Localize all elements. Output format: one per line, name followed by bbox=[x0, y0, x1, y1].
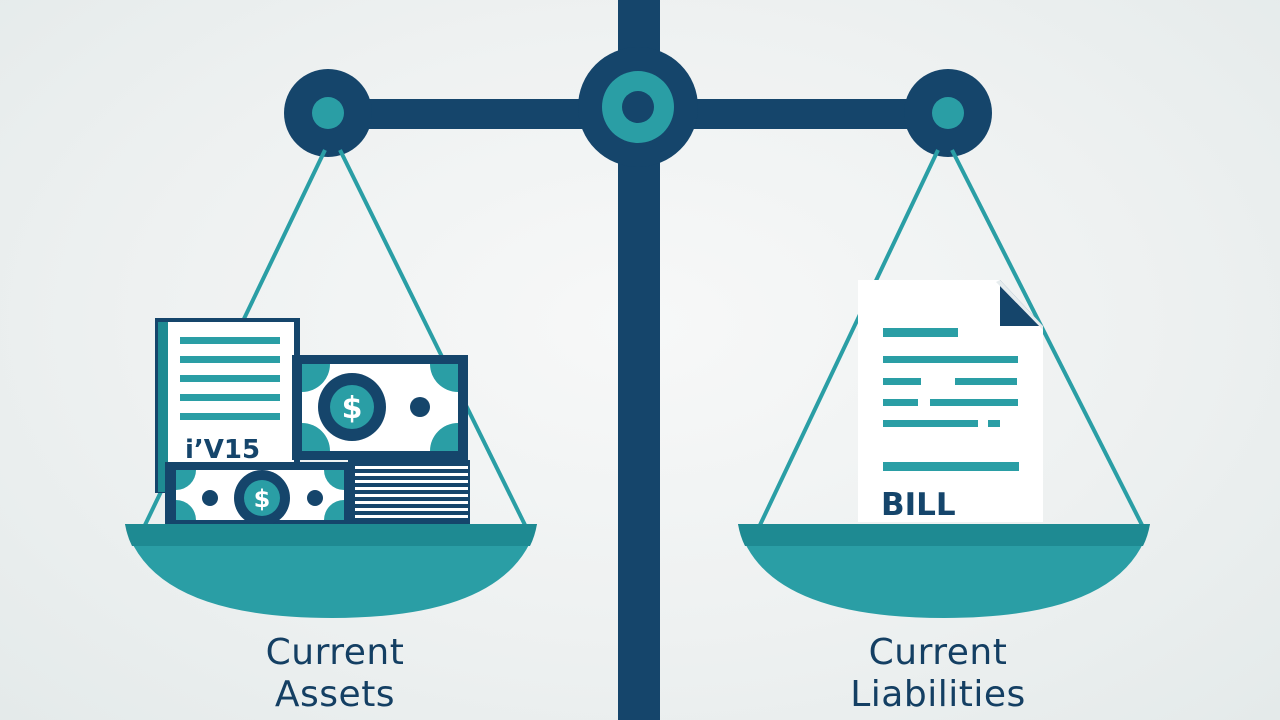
caption-line: Current bbox=[868, 632, 1008, 673]
document-text: i’V15 bbox=[185, 435, 260, 465]
dollar-symbol: $ bbox=[342, 391, 363, 426]
dollar-symbol: $ bbox=[254, 485, 271, 513]
right-pan bbox=[738, 524, 1150, 618]
right-pan-strings bbox=[758, 149, 1144, 526]
caption-line: Current bbox=[265, 632, 405, 673]
left-pan bbox=[125, 524, 537, 618]
current-liabilities-caption: Current Liabilities bbox=[788, 632, 1088, 716]
bill-document-icon: BILL bbox=[858, 280, 1043, 523]
pivot-icon bbox=[578, 47, 698, 167]
current-assets-caption: Current Assets bbox=[185, 632, 485, 716]
left-hub-icon bbox=[284, 69, 372, 157]
banknote-icon: $ bbox=[292, 355, 468, 460]
banknote-icon: $ bbox=[165, 462, 355, 526]
bill-label: BILL bbox=[881, 487, 956, 523]
caption-line: Liabilities bbox=[850, 674, 1026, 715]
caption-line: Assets bbox=[274, 674, 396, 715]
cash-stack-icon bbox=[348, 460, 470, 524]
right-hub-icon bbox=[904, 69, 992, 157]
